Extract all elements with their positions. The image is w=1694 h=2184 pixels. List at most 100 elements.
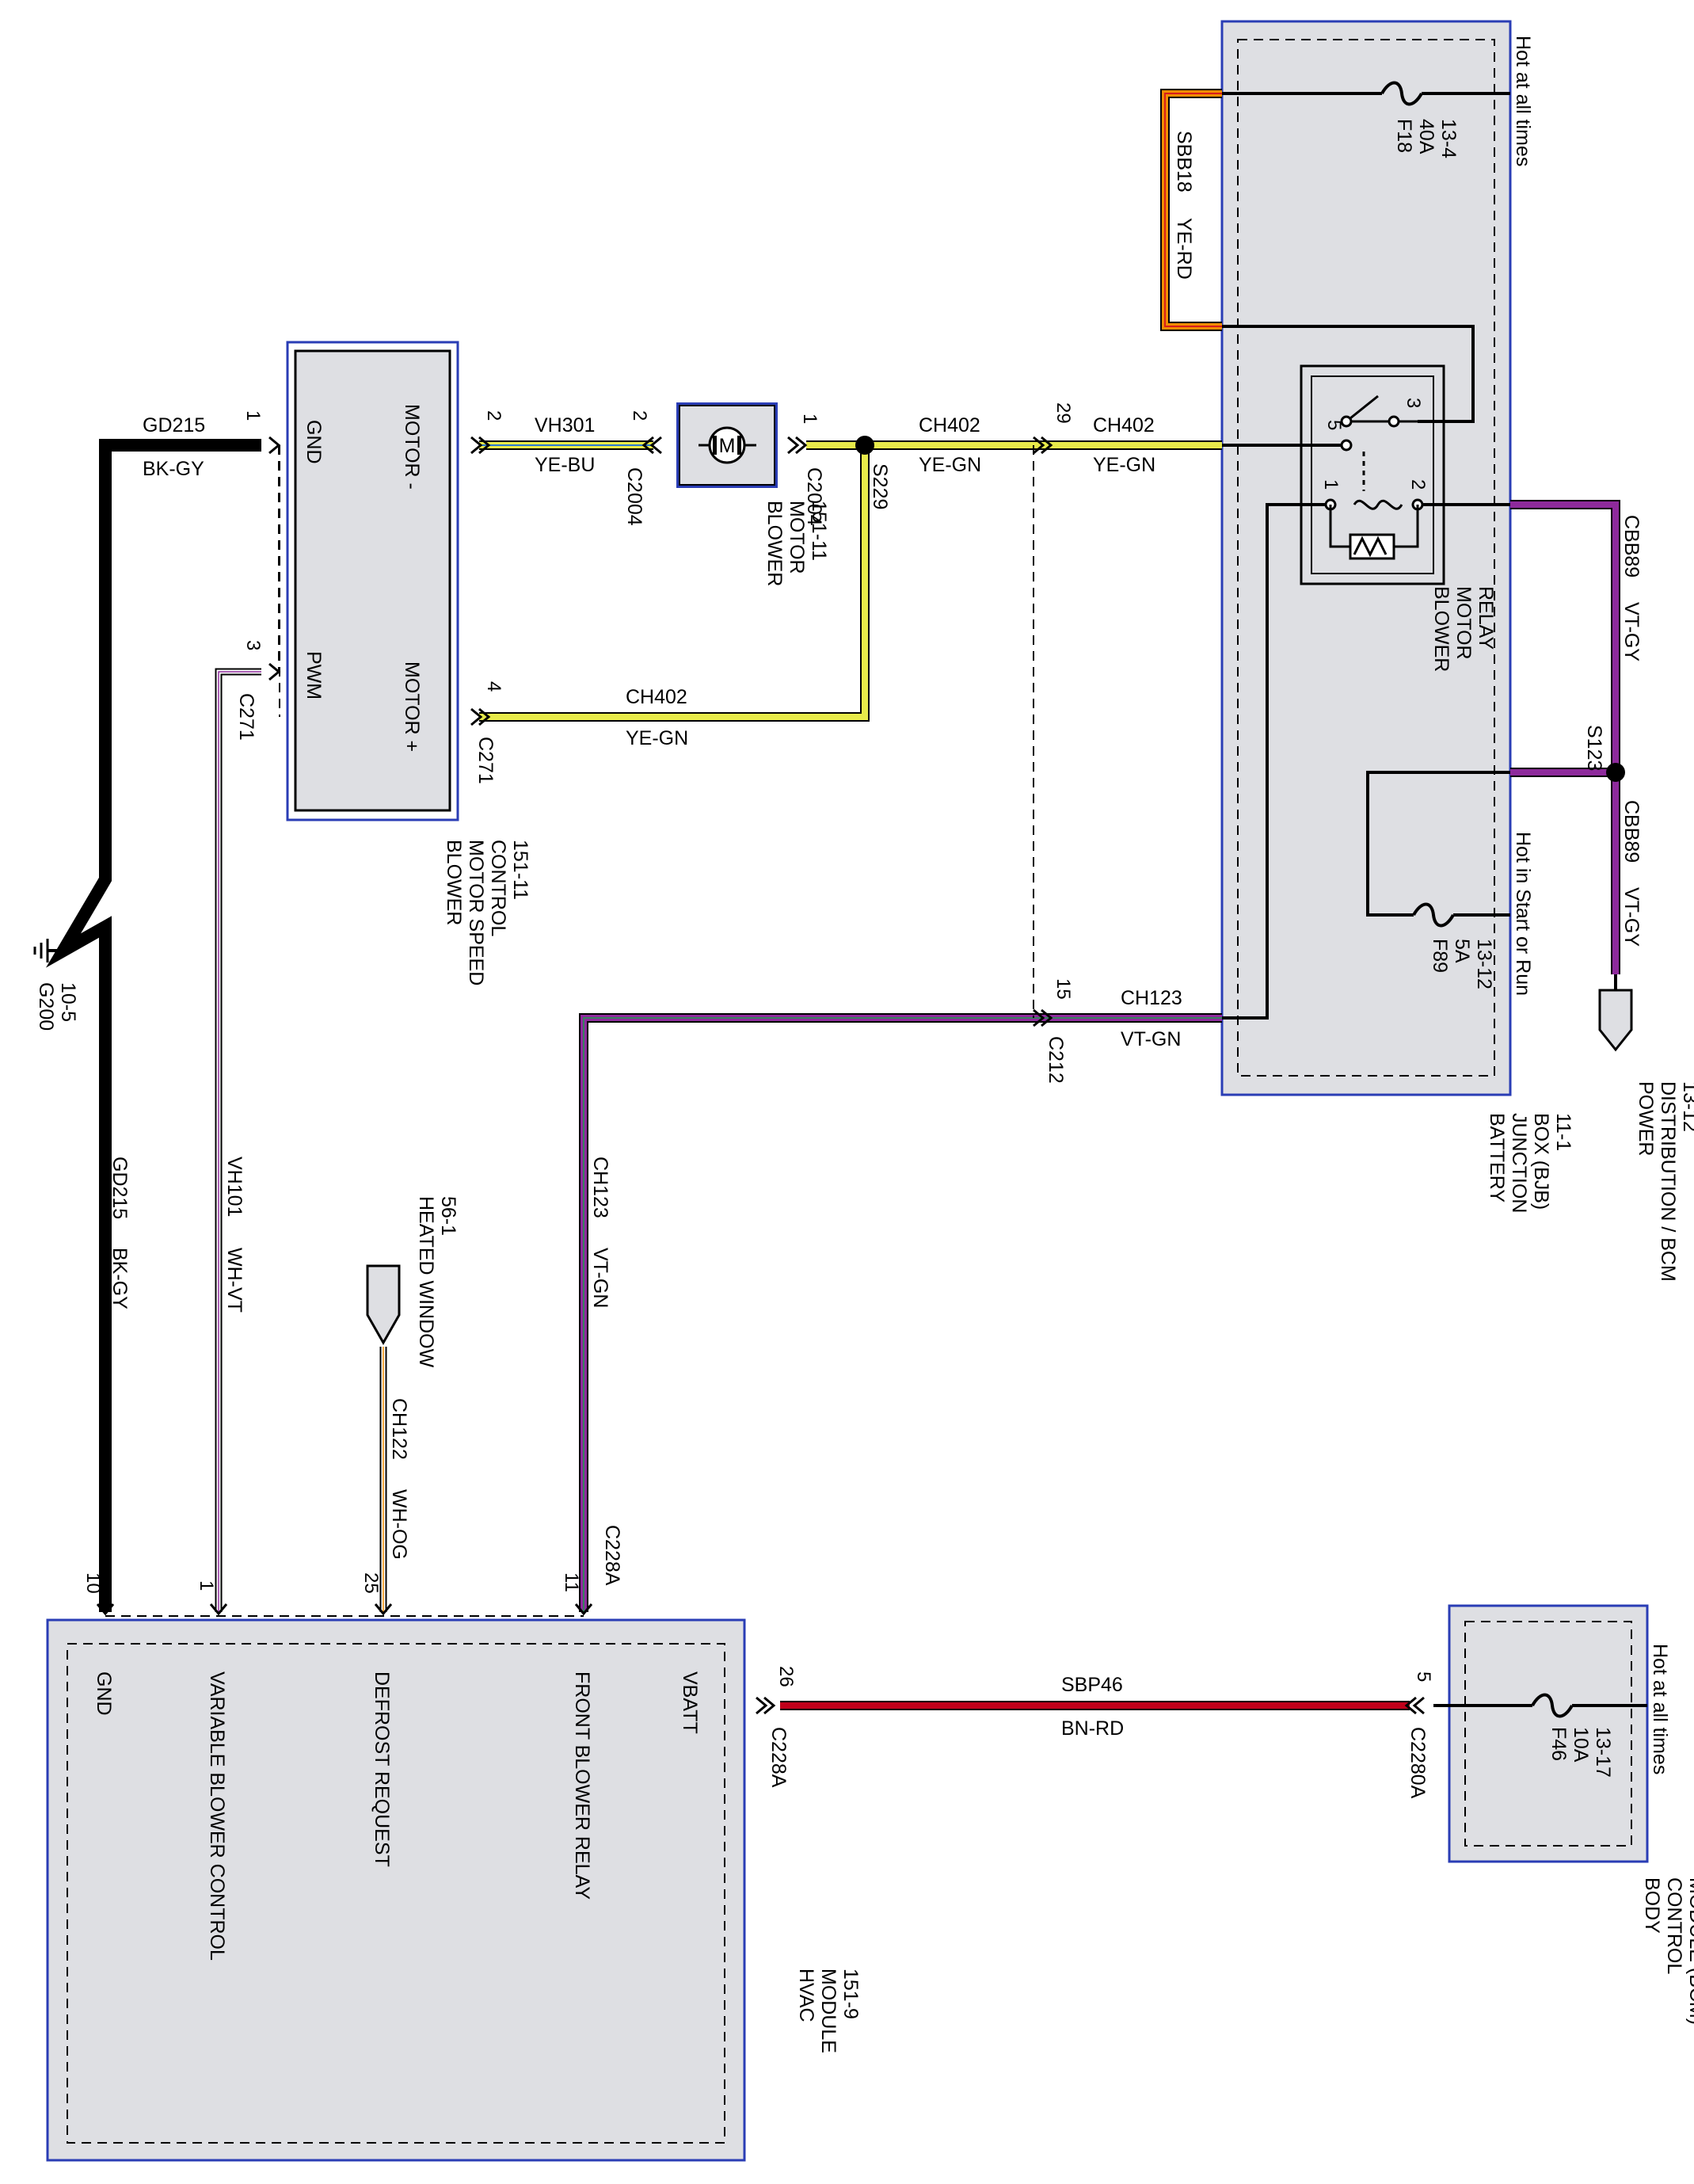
dash-speed-control: [278, 445, 280, 672]
connector-label: C228A: [767, 1727, 790, 1788]
wire-label-circuit: CH402: [626, 686, 687, 708]
svg-text:MODULE: MODULE: [817, 1969, 839, 2053]
connector-arrow-icon: [96, 436, 1425, 1715]
connector-label: C228A: [601, 1525, 623, 1586]
svg-text:HEATED WINDOW: HEATED WINDOW: [415, 1196, 437, 1368]
bjb-label: BATTERY JUNCTION BOX (BJB) 11-1: [1486, 1113, 1574, 1213]
pin-label-motor-plus: MOTOR +: [401, 661, 423, 752]
splice-label: S229: [869, 463, 891, 509]
svg-text:MOTOR SPEED: MOTOR SPEED: [465, 840, 487, 985]
power-note: Hot in Start or Run: [1512, 832, 1534, 996]
svg-text:G200: G200: [35, 982, 57, 1031]
wire-label-color: YE-BU: [535, 454, 595, 476]
pin-number: 2: [629, 410, 650, 421]
wire-label-color: YE-GN: [1093, 454, 1155, 476]
wire-ch123-internal: [1222, 503, 1330, 1020]
wire-label-color: VT-GY: [1620, 602, 1643, 661]
pin-number: 4: [483, 681, 504, 692]
pin-number: 26: [775, 1666, 797, 1687]
pin-number: 5: [1323, 420, 1345, 430]
svg-text:BLOWER: BLOWER: [443, 840, 465, 925]
heated-window-connector: [366, 1264, 401, 1346]
wire-label-circuit: GD215: [143, 414, 205, 436]
connector-label: C2004: [803, 467, 825, 526]
pin-number: 1: [1320, 479, 1342, 490]
svg-text:JUNCTION: JUNCTION: [1508, 1113, 1530, 1213]
svg-text:40A: 40A: [1415, 119, 1437, 154]
pin-number: 11: [561, 1572, 582, 1592]
fuse-label: F89 5A 13-12: [1429, 939, 1495, 989]
svg-text:13-4: 13-4: [1437, 119, 1460, 158]
svg-text:DISTRIBUTION / BCM: DISTRIBUTION / BCM: [1657, 1081, 1679, 1282]
pin-number: 3: [1403, 398, 1424, 408]
pin-label-hvac-gnd: GND: [93, 1671, 115, 1716]
speed-control-label: BLOWER MOTOR SPEED CONTROL 151-11: [443, 840, 531, 985]
wire-label-circuit: CH402: [919, 414, 980, 436]
wire-label-color: WH-VT: [223, 1248, 246, 1313]
power-note: Hot at all times: [1649, 1644, 1671, 1774]
svg-text:HVAC: HVAC: [795, 1969, 817, 2022]
bcm-label: BODY CONTROL MODULE (BCM) 11-4: [1641, 1877, 1694, 2025]
svg-text:13-17: 13-17: [1592, 1727, 1614, 1778]
svg-text:MODULE (BCM): MODULE (BCM): [1685, 1877, 1694, 2025]
blower-motor-label: BLOWER MOTOR 151-11: [763, 501, 830, 586]
power-distribution-label: POWER DISTRIBUTION / BCM 13-12: [1635, 1081, 1694, 1282]
relay-coil-icon: [1324, 394, 1424, 560]
svg-text:CONTROL: CONTROL: [487, 840, 509, 936]
svg-text:RELAY: RELAY: [1475, 586, 1497, 650]
bcm-box: [1448, 1604, 1649, 1863]
svg-text:F89: F89: [1429, 939, 1451, 973]
pin-label-pwm: PWM: [303, 651, 325, 699]
svg-text:151-9: 151-9: [839, 1969, 862, 2019]
pin-number: 3: [242, 640, 264, 650]
wire-label-circuit: CBB89: [1620, 515, 1643, 577]
wire-f89: [1366, 771, 1510, 917]
ground-icon: [33, 939, 49, 962]
splice-label: S123: [1583, 725, 1605, 771]
wire-label-color: YE-GN: [919, 454, 981, 476]
svg-text:BOX (BJB): BOX (BJB): [1530, 1113, 1552, 1210]
connector-label: C2280A: [1407, 1727, 1429, 1799]
wire-label-circuit: GD215: [108, 1157, 131, 1219]
pin-number: 5: [1413, 1671, 1434, 1682]
pin-label-front-blower-relay: FRONT BLOWER RELAY: [571, 1671, 593, 1900]
svg-text:151-11: 151-11: [808, 501, 830, 561]
pin-label-gnd: GND: [303, 420, 325, 464]
svg-text:151-11: 151-11: [509, 840, 531, 900]
wire-gd215: [45, 439, 261, 1612]
wire-label-color: WH-OG: [388, 1489, 410, 1560]
power-distribution-connector: [1598, 989, 1633, 1052]
wire-label-color: BK-GY: [143, 458, 204, 480]
wire-sbb18: [1160, 89, 1222, 331]
svg-text:MOTOR: MOTOR: [786, 501, 808, 574]
wire-vh101: [215, 668, 261, 1612]
wire-label-circuit: SBB18: [1173, 131, 1195, 192]
ground-label: G200 10-5: [35, 982, 79, 1031]
wire-label-color: VT-GN: [1121, 1028, 1181, 1050]
connector-label: C212: [1045, 1036, 1067, 1084]
wire-label-color: YE-GN: [626, 727, 688, 749]
svg-text:BODY: BODY: [1641, 1877, 1663, 1934]
pin-number: 1: [196, 1580, 217, 1591]
hvac-module-label: HVAC MODULE 151-9: [795, 1969, 862, 2053]
wire-label-circuit: CH123: [1121, 987, 1182, 1009]
svg-text:13-12: 13-12: [1473, 939, 1495, 989]
fuse-label: F18 40A 13-4: [1393, 119, 1460, 158]
motor-letter: M: [719, 435, 736, 457]
svg-text:11-1: 11-1: [1552, 1113, 1574, 1151]
wire-label-color: YE-RD: [1173, 218, 1195, 280]
wire-label-circuit: VH101: [223, 1157, 246, 1217]
splice-icon: [1606, 763, 1625, 782]
pin-number: 2: [1407, 479, 1429, 490]
pin-number: 2: [483, 410, 504, 421]
svg-text:5A: 5A: [1451, 939, 1473, 963]
wire-ch123: [579, 1013, 1222, 1612]
svg-text:F18: F18: [1393, 119, 1415, 153]
pin-number: 29: [1053, 402, 1074, 424]
pin-label-motor-minus: MOTOR -: [401, 404, 423, 490]
pin-number: 15: [1053, 978, 1074, 1000]
wire-label-circuit: VH301: [535, 414, 595, 436]
svg-text:10-5: 10-5: [57, 982, 79, 1022]
